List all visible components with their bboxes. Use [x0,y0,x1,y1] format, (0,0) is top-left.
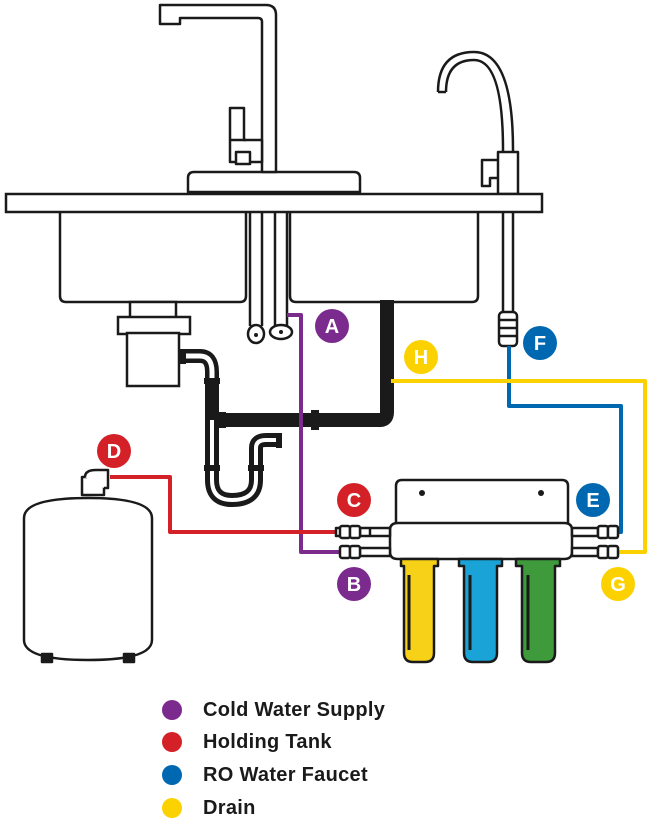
right-fittings [570,524,620,560]
holding-tank-line [110,475,340,534]
connection-markers: A B C D E F G H [97,309,635,601]
drain-trap [178,300,394,508]
legend-item-holding-tank: Holding Tank [162,729,332,755]
legend-label: Cold Water Supply [203,698,386,721]
svg-text:H: H [414,347,428,369]
marker-h: H [404,340,438,374]
marker-d: D [97,434,131,468]
legend-item-drain: Drain [162,795,256,821]
legend-item-ro-water-faucet: RO Water Faucet [162,762,368,788]
ro-faucet-tube [497,212,519,348]
marker-a: A [315,309,349,343]
legend-label: Holding Tank [203,730,332,753]
marker-f: F [523,326,557,360]
svg-text:B: B [347,574,361,596]
marker-c: C [337,483,371,517]
garbage-disposal [116,300,192,388]
svg-text:E: E [586,490,599,512]
legend-swatch [162,732,182,752]
legend-swatch [162,700,182,720]
legend-swatch [162,765,182,785]
svg-text:F: F [534,333,546,355]
kitchen-faucet [158,3,362,194]
marker-e: E [576,483,610,517]
holding-tank [22,468,154,664]
faucet-supply-hoses [246,212,294,345]
left-fittings [334,524,392,560]
cold-water-supply-line [287,313,340,554]
drain-line [391,379,647,554]
legend-label: Drain [203,796,256,819]
svg-text:G: G [610,574,626,596]
filter-housing-yellow [399,557,440,664]
marker-g: G [601,567,635,601]
ro-drinking-faucet [436,50,520,196]
legend-swatch [162,798,182,818]
svg-text:A: A [325,316,339,338]
svg-text:D: D [107,441,121,463]
left-basin [58,212,248,304]
filter-housing-green [514,557,562,664]
right-basin [288,212,480,304]
legend-label: RO Water Faucet [203,763,368,786]
countertop [4,192,544,214]
ro-filter-unit [334,478,620,664]
marker-b: B [337,567,371,601]
svg-text:C: C [347,490,361,512]
filter-housing-blue [457,557,504,664]
sink-basins [58,212,480,304]
legend-item-cold-water-supply: Cold Water Supply [162,697,385,723]
